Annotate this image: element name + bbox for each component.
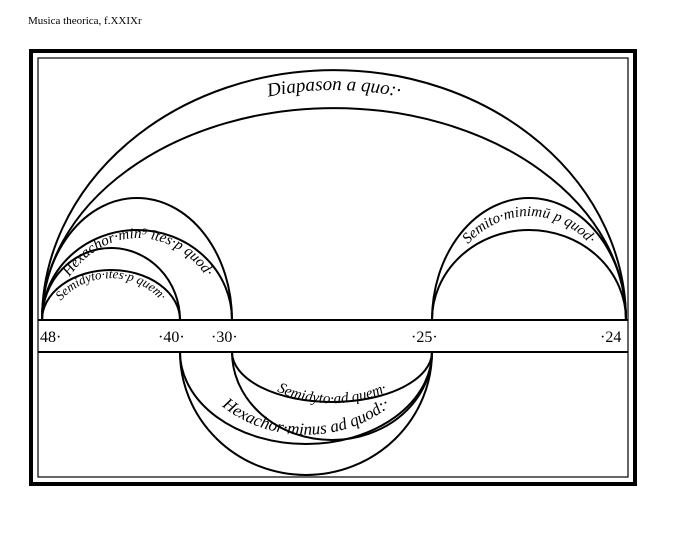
semitone-arc-outer — [431, 197, 627, 321]
hexachord-arc-outer — [41, 197, 233, 321]
semiditone-below-arc-inner — [231, 351, 433, 403]
hexachord-arc-inner — [41, 229, 233, 321]
outer-frame — [29, 49, 637, 486]
semiditone-arc-outer — [41, 247, 181, 321]
scale-number-40: ·40· — [158, 329, 185, 346]
scale-number-30: ·30· — [211, 329, 238, 346]
semiditone-arc-inner — [41, 269, 181, 321]
hexachord-below-arc-outer — [179, 351, 433, 476]
semiditone-below-arc-outer — [231, 351, 433, 441]
folio-caption: Musica theorica, f.XXIXr — [28, 15, 142, 27]
scale-number-48: 48· — [40, 329, 61, 346]
svg-text:Semito·minimū p quod·: Semito·minimū p quod· — [459, 204, 598, 247]
diapason-arc-inner — [41, 107, 627, 321]
diapason-label: Diapason a quo:· — [264, 74, 403, 102]
inner-frame — [37, 57, 629, 478]
diapason-arc-outer — [41, 69, 627, 321]
scale-number-24: ·24 — [600, 329, 621, 346]
svg-text:Diapason a quo:·: Diapason a quo:· — [264, 74, 403, 102]
hexachord-below-arc-inner — [179, 351, 433, 445]
semitone-label: Semito·minimū p quod· — [459, 204, 598, 247]
scale-number-25: ·25· — [411, 329, 438, 346]
semitone-arc-inner — [431, 229, 627, 321]
